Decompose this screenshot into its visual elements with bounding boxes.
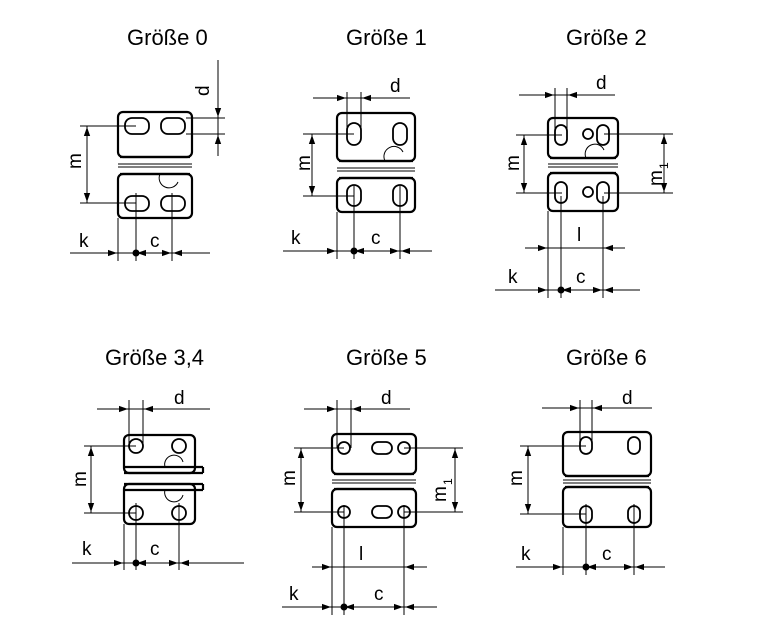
hinge-drawing — [335, 111, 417, 214]
panel-title: Größe 6 — [566, 345, 647, 370]
dim-label-m1: m — [430, 486, 451, 502]
dim-label-k: k — [79, 231, 89, 252]
panel-size-5: Größe 5 — [279, 345, 463, 615]
dimension-lines — [70, 60, 225, 261]
dim-label-d: d — [193, 85, 214, 96]
panel-size-1: Größe 1 — [283, 25, 432, 259]
panel-title: Größe 2 — [566, 25, 647, 50]
panel-title: Größe 0 — [127, 25, 208, 50]
dimension-lines — [495, 88, 673, 298]
dim-label-m: m — [70, 471, 91, 487]
dim-label-c: c — [150, 231, 160, 252]
hinge-drawing — [116, 110, 194, 220]
dim-label-m: m — [503, 155, 524, 171]
dim-label-m: m — [279, 470, 300, 486]
dim-label-k: k — [521, 544, 531, 565]
dim-label-k: k — [508, 267, 518, 288]
dim-label-d: d — [390, 76, 401, 97]
panel-title: Größe 3,4 — [105, 345, 204, 370]
dim-label-d: d — [381, 388, 392, 409]
dim-label-m1-subscript: 1 — [441, 478, 455, 485]
dim-label-m: m — [65, 153, 86, 169]
dim-label-l: l — [359, 544, 363, 565]
dim-label-m: m — [294, 155, 315, 171]
dim-label-m1-subscript: 1 — [657, 162, 671, 169]
dim-label-d: d — [174, 388, 185, 409]
dim-label-d: d — [596, 73, 607, 94]
hinge-drawing — [546, 116, 620, 213]
hinge-drawing — [330, 432, 418, 529]
dim-label-d: d — [622, 388, 633, 409]
dimension-lines — [72, 400, 244, 570]
dim-label-c: c — [371, 228, 381, 249]
dim-label-k: k — [82, 539, 92, 560]
dim-label-c: c — [374, 584, 384, 605]
dim-label-m1: m — [646, 170, 667, 186]
panel-title: Größe 5 — [346, 345, 427, 370]
dimension-lines — [283, 92, 432, 259]
panel-size-6: Größe 6 — [506, 345, 665, 575]
dim-label-k: k — [289, 584, 299, 605]
panel-size-3-4: Größe 3,4 — [70, 345, 244, 570]
dimension-lines — [516, 400, 665, 575]
panel-size-0: Größe 0 — [65, 25, 225, 261]
panel-size-2: Größe 2 — [495, 25, 673, 298]
dim-label-l: l — [577, 225, 581, 246]
dim-label-c: c — [576, 267, 586, 288]
dim-label-c: c — [602, 544, 612, 565]
dim-label-c: c — [150, 539, 160, 560]
dimension-lines — [282, 400, 463, 615]
dim-label-m: m — [506, 470, 527, 486]
panel-title: Größe 1 — [346, 25, 427, 50]
dim-label-k: k — [291, 228, 301, 249]
